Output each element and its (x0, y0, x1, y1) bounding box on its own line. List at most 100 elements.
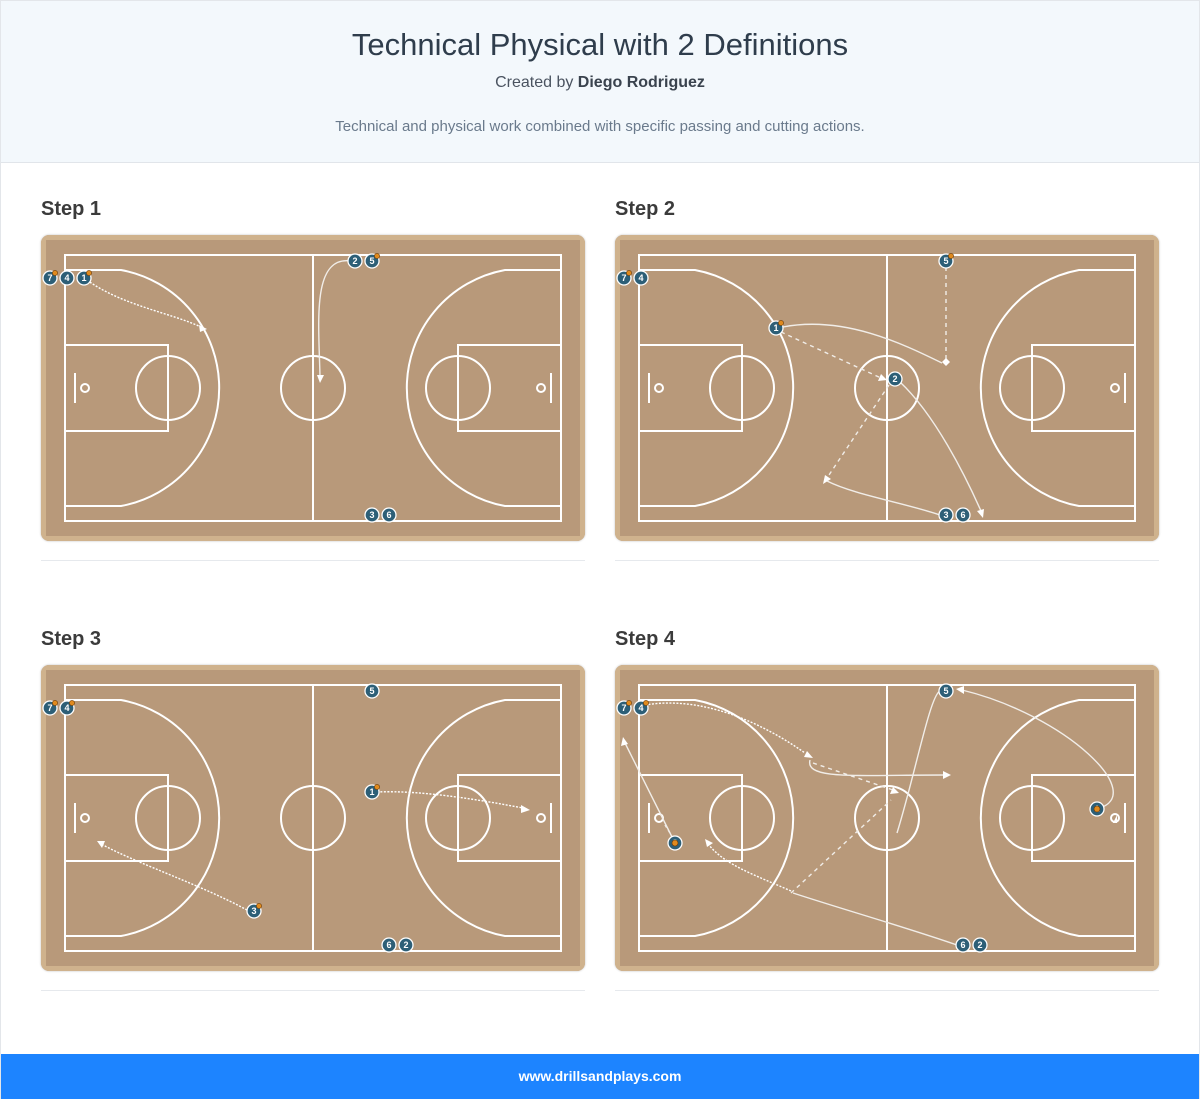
player-token[interactable]: 6 (955, 937, 971, 953)
player-token[interactable]: 4 (59, 270, 75, 286)
author-name: Diego Rodriguez (577, 74, 705, 91)
ball-icon (626, 700, 632, 706)
court-svg: 7 4 5 1 2 3 6 (615, 235, 1159, 541)
ball-icon (52, 270, 58, 276)
left-free-throw-circle (135, 355, 201, 421)
player-token[interactable]: 4 (633, 700, 649, 716)
svg-text:1: 1 (773, 323, 778, 333)
court-svg: 7 4 1 2 5 3 6 (41, 235, 585, 541)
player-token[interactable]: 4 (633, 270, 649, 286)
step-title: Step 3 (41, 628, 102, 650)
player-token[interactable]: 1 (1089, 801, 1105, 817)
right-hoop (536, 383, 546, 393)
ball-icon (86, 270, 92, 276)
right-three-point-arc (405, 699, 561, 937)
player-token[interactable]: 3 (246, 903, 262, 919)
cut-line (317, 260, 352, 378)
player-token[interactable]: 5 (938, 253, 954, 269)
player-token[interactable]: 3 (667, 835, 683, 851)
screen-marker (942, 358, 950, 366)
svg-text:1: 1 (369, 787, 374, 797)
svg-text:4: 4 (64, 273, 69, 283)
center-circle (280, 355, 346, 421)
svg-text:2: 2 (977, 940, 982, 950)
player-token[interactable]: 4 (59, 700, 75, 716)
step-title: Step 2 (615, 198, 676, 220)
right-three-point-arc (979, 269, 1135, 507)
player-token[interactable]: 2 (398, 937, 414, 953)
player-token[interactable]: 1 (768, 320, 784, 336)
player-token[interactable]: 7 (616, 270, 632, 286)
created-by-label: Created by (495, 74, 574, 91)
arrow-head (943, 771, 951, 779)
right-hoop (1110, 383, 1120, 393)
player-token[interactable]: 7 (42, 700, 58, 716)
player-token[interactable]: 3 (938, 507, 954, 523)
ball-icon (256, 903, 262, 909)
ball-icon (1093, 805, 1101, 813)
cut-line (899, 381, 982, 512)
step-2: Step 2 7 4 5 1 2 3 (615, 198, 1159, 561)
player-token[interactable]: 2 (972, 937, 988, 953)
right-free-throw-circle (999, 785, 1065, 851)
step-title: Step 1 (41, 198, 102, 220)
step-1: Step 1 7 4 1 2 5 3 6 (41, 198, 585, 561)
arrow-head (1113, 815, 1117, 823)
court-diagram: 7 4 5 1 3 6 2 (41, 665, 585, 971)
svg-text:2: 2 (892, 374, 897, 384)
svg-text:3: 3 (369, 510, 374, 520)
player-token[interactable]: 2 (887, 371, 903, 387)
step-3: Step 3 7 4 5 1 3 6 2 (41, 628, 585, 991)
left-free-throw-circle (709, 785, 775, 851)
player-token[interactable]: 7 (616, 700, 632, 716)
court-diagram: 7 4 5 1 3 6 2 (615, 665, 1159, 971)
center-circle (854, 785, 920, 851)
svg-text:7: 7 (47, 703, 52, 713)
player-token[interactable]: 6 (955, 507, 971, 523)
ball-icon (643, 700, 649, 706)
arrow-head (878, 374, 887, 381)
left-hoop (80, 813, 90, 823)
pass-line (790, 799, 892, 894)
svg-text:6: 6 (386, 510, 391, 520)
player-token[interactable]: 2 (347, 253, 363, 269)
svg-text:4: 4 (64, 703, 69, 713)
player-token[interactable]: 1 (76, 270, 92, 286)
player-token[interactable]: 5 (364, 253, 380, 269)
ball-icon (374, 784, 380, 790)
dribble-line (102, 844, 248, 911)
cut-line (782, 323, 943, 364)
player-token[interactable]: 6 (381, 507, 397, 523)
svg-text:2: 2 (403, 940, 408, 950)
player-token[interactable]: 5 (364, 683, 380, 699)
arrow-head (804, 751, 813, 758)
left-free-throw-circle (709, 355, 775, 421)
svg-text:5: 5 (369, 256, 374, 266)
player-token[interactable]: 3 (364, 507, 380, 523)
player-token[interactable]: 6 (381, 937, 397, 953)
ball-icon (52, 700, 58, 706)
ball-icon (374, 253, 380, 259)
dribble-line (376, 791, 524, 809)
player-token[interactable]: 5 (938, 683, 954, 699)
player-token[interactable]: 1 (364, 784, 380, 800)
site-footer[interactable]: www.drillsandplays.com (1, 1054, 1199, 1099)
step-title: Step 4 (615, 628, 676, 650)
arrow-head (317, 375, 324, 383)
right-free-throw-circle (425, 355, 491, 421)
divider (615, 990, 1159, 991)
svg-text:7: 7 (621, 273, 626, 283)
player-token[interactable]: 7 (42, 270, 58, 286)
arrow-head (199, 325, 207, 332)
cut-line (826, 480, 941, 516)
cut-line (809, 759, 946, 777)
left-free-throw-circle (135, 785, 201, 851)
left-three-point-arc (65, 699, 221, 937)
svg-text:3: 3 (251, 906, 256, 916)
svg-text:5: 5 (943, 256, 948, 266)
arrow-head (977, 509, 984, 518)
svg-text:2: 2 (352, 256, 357, 266)
left-three-point-arc (65, 269, 221, 507)
drill-description: Technical and physical work combined wit… (335, 118, 865, 135)
svg-text:1: 1 (81, 273, 86, 283)
